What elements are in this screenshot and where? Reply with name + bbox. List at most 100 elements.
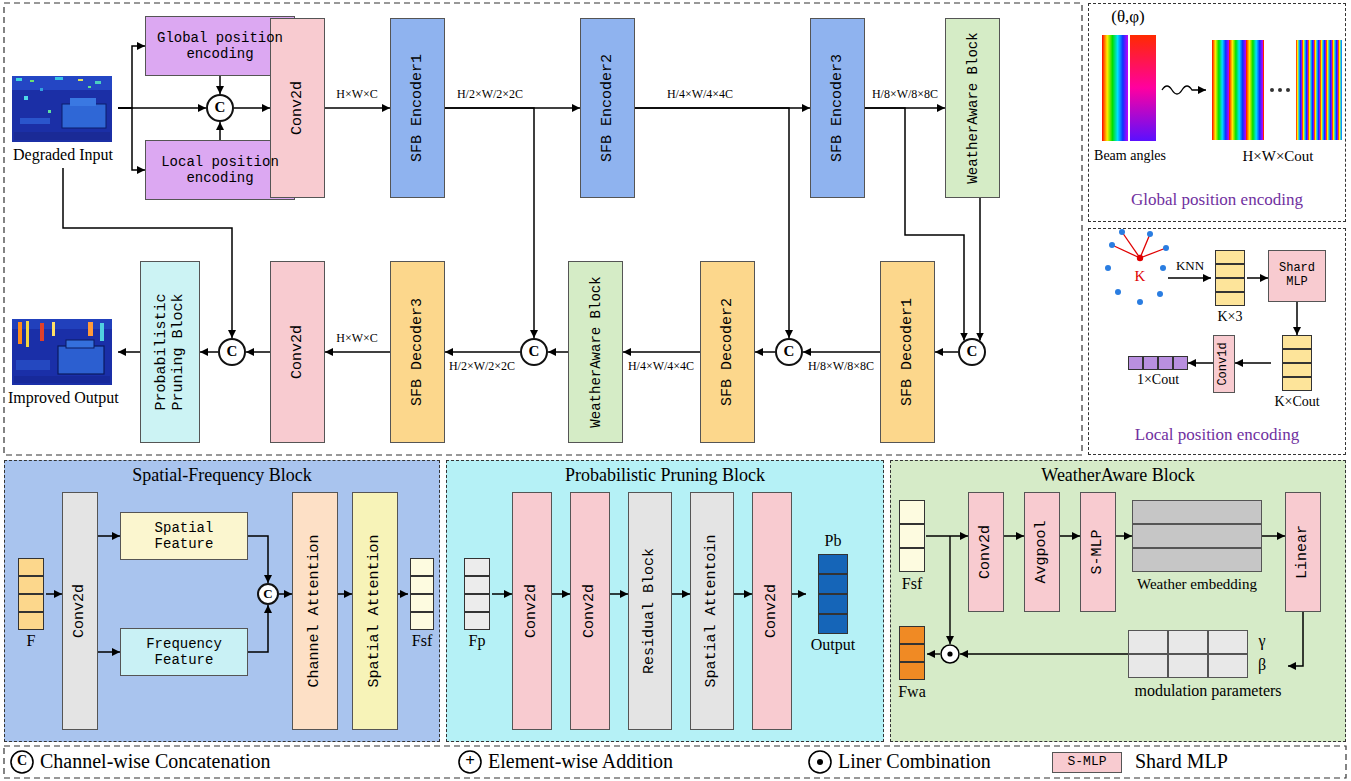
output-image: Improved Output (8, 315, 118, 411)
arrow-connector (1188, 362, 1213, 364)
attention-box: Spatial Attention (352, 492, 398, 730)
node-text: C (223, 343, 242, 360)
arrow-connector (118, 351, 140, 353)
beam-angle-figure (1102, 35, 1342, 141)
stack-cells (1215, 250, 1245, 306)
arrow-connector (98, 535, 120, 537)
arrow-connector (1262, 535, 1285, 537)
stack-cell (18, 594, 44, 612)
stack-cells (1282, 335, 1312, 391)
dimension-label: H/2×W/2×2C (457, 88, 523, 102)
weather-box: WeatherAware Block (945, 18, 1000, 198)
detail-panel: Local position encoding K×3 Shard MLP K×Cou… (1088, 228, 1346, 455)
node-text: C (211, 99, 230, 116)
arrow-connector (755, 351, 775, 353)
node-text: Spatial Attention (366, 498, 383, 724)
pruning-box: Probabilistic Pruning Block (140, 261, 200, 443)
stack-cell (818, 594, 848, 614)
stack-cells (899, 500, 925, 572)
node-text: Fp (462, 632, 492, 650)
node-text: K×3 (1213, 309, 1247, 325)
attention-box: Channel Attention (292, 492, 338, 730)
concat-circle: C (218, 338, 246, 366)
legend-text: Element-wise Addition (488, 750, 673, 773)
legend-text: Shard MLP (1135, 750, 1228, 773)
arrow-connector (610, 593, 628, 595)
weather-box: WeatherAware Block (568, 261, 623, 443)
stack-cell (464, 576, 490, 594)
encoder-box: SFB Encoder3 (810, 18, 865, 198)
main-frame (4, 3, 1082, 455)
concat-circle: C (958, 338, 986, 366)
stack-cell (1282, 363, 1312, 377)
step-label: KNN (1176, 259, 1204, 274)
stack-cell (464, 558, 490, 576)
arrow-connector (552, 593, 570, 595)
arrow-connector (1004, 535, 1024, 537)
improved-image (12, 319, 112, 385)
stack-cell (1158, 356, 1173, 370)
stack-cell (410, 612, 434, 630)
arrow-connector (734, 593, 752, 595)
node-text: Output (806, 636, 860, 654)
dimension-label: H/2×W/2×2C (449, 360, 515, 374)
feature-stack: 1×Cout (1128, 356, 1188, 392)
conv-box: Conv2d (752, 492, 792, 730)
node-text: K×Cout (1271, 394, 1323, 410)
grid-cell (1128, 630, 1168, 654)
node-text: Conv2d (289, 24, 306, 192)
grid-cell (1168, 630, 1208, 654)
attention-box: Spatial Attentoin (690, 492, 734, 730)
node-text: Spatial Attentoin (703, 498, 720, 724)
node-text: Local position encoding (1089, 425, 1345, 445)
arrow-connector (935, 351, 958, 353)
encoder-box: SFB Encoder2 (580, 18, 635, 198)
panel-fill (446, 460, 884, 742)
legend-frame (4, 746, 1346, 778)
stack-cell (899, 500, 925, 524)
node-text: SFB Encoder3 (829, 24, 846, 192)
dimension-label: H/4×W/4×4C (667, 88, 733, 102)
grid-cell (1132, 548, 1262, 572)
node-text: Fsf (408, 632, 436, 650)
panel-fill (890, 460, 1346, 742)
arrow-connector (548, 351, 568, 353)
arrow-connector (492, 593, 512, 595)
node-text: Global position encoding (146, 30, 294, 62)
arrow-connector (672, 593, 690, 595)
detail-panel: Global position encoding (1088, 3, 1346, 222)
arrow-connector (623, 351, 700, 353)
stack-cell (410, 576, 434, 594)
stack-cell (899, 548, 925, 572)
grid-cell (1132, 500, 1262, 524)
node-text: γ (1252, 632, 1272, 650)
node-text: Global position encoding (1089, 190, 1345, 210)
stack-cells (818, 554, 848, 634)
node-text: Pb (806, 532, 860, 550)
node-text: Improved Output (8, 389, 118, 407)
arrow-connector (926, 535, 968, 537)
node-text: Fwa (898, 683, 926, 701)
arrow-connector (325, 351, 390, 353)
node-text: Local position encoding (146, 154, 294, 186)
concat-circle: C (257, 583, 279, 605)
arrow-connector (792, 593, 806, 595)
modulation-grid: γβmodulation parameters (1128, 630, 1288, 702)
stack-cells (1128, 356, 1188, 370)
process-box: Shard MLP (1268, 250, 1326, 302)
process-box: Avgpool (1024, 492, 1060, 612)
arrow-connector (118, 107, 206, 109)
arrow-connector (325, 107, 390, 109)
node-text: Spatial-Frequency Block (5, 465, 439, 486)
stack-cell (410, 594, 434, 612)
node-text: S-MLP (1089, 498, 1106, 606)
stack-cell (818, 554, 848, 574)
node-text: Conv2d (763, 498, 780, 724)
legend-text: Channel-wise Concatenation (40, 750, 271, 773)
block-panel: Probabilistic Pruning BlockFpConv2dConv2… (446, 460, 884, 742)
arrow-connector (219, 122, 221, 140)
arrow-connector (803, 351, 880, 353)
dimension-label: H/8×W/8×8C (808, 360, 874, 374)
node-text: Fsf (898, 575, 926, 593)
stack-cell (410, 558, 434, 576)
